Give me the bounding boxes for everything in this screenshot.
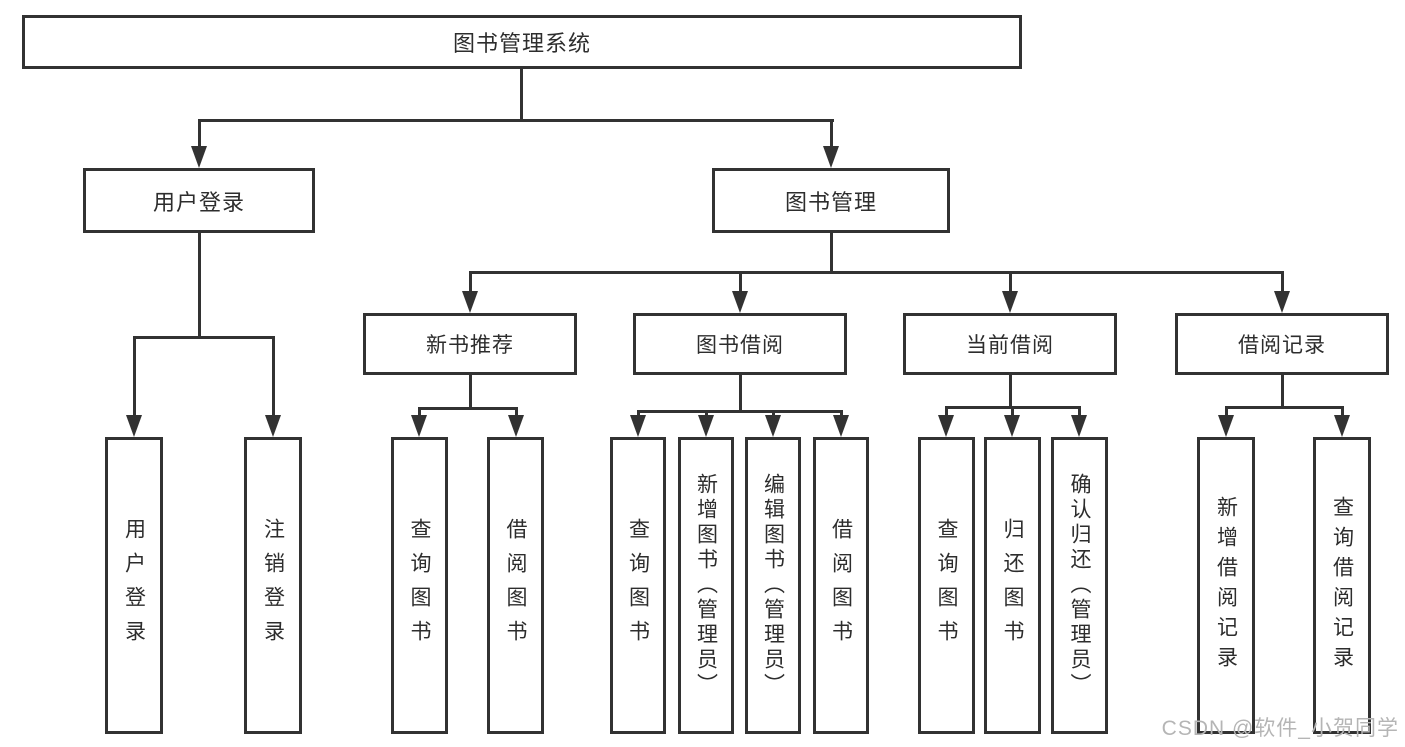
leaf-label: 确认归还（管理员） (1068, 473, 1091, 698)
connector-to-leaf-query-borrow-record (1341, 406, 1344, 421)
arrowhead-down-icon (1334, 415, 1350, 437)
arrowhead-down-icon (1004, 415, 1020, 437)
arrowhead-down-icon (1218, 415, 1234, 437)
leaf-label: 用户登录 (122, 517, 146, 654)
leaf-user-login: 用户登录 (105, 437, 163, 734)
leaf-logout: 注销登录 (244, 437, 302, 734)
connector-to-leaf-logout (272, 336, 275, 421)
node-label: 用户登录 (152, 189, 245, 215)
connector-user-login-hline (133, 336, 275, 339)
leaf-label: 新增图书（管理员） (694, 473, 718, 698)
connector-root-hline (198, 119, 834, 122)
connector-to-leaf-confirm-return (1078, 406, 1081, 421)
leaf-query-books: 查询图书 (610, 437, 666, 734)
leaf-label: 注销登录 (261, 517, 285, 654)
connector-to-leaf-user-login (133, 336, 136, 421)
arrowhead-down-icon (732, 291, 748, 313)
node-label: 新书推荐 (426, 334, 514, 357)
connector-to-leaf-borrow-books-recommend (515, 407, 518, 421)
connector-root-to-book-management (830, 119, 833, 152)
leaf-borrow-books-recommend: 借阅图书 (487, 437, 544, 734)
leaf-label: 借阅图书 (504, 517, 527, 654)
leaf-edit-books-admin: 编辑图书（管理员） (745, 437, 801, 734)
connector-current-borrowing-stub (1009, 373, 1012, 409)
connector-user-login-stub (198, 231, 201, 339)
arrowhead-down-icon (1071, 415, 1087, 437)
leaf-label: 归还图书 (1001, 517, 1024, 654)
leaf-return-books: 归还图书 (984, 437, 1041, 734)
leaf-label: 查询图书 (626, 517, 650, 654)
node-borrowing-records: 借阅记录 (1175, 313, 1389, 375)
connector-to-current-borrowing (1009, 271, 1012, 297)
connector-book-management-stub (830, 231, 833, 274)
node-book-borrowing: 图书借阅 (633, 313, 847, 375)
connector-to-leaf-query-books-recommend (418, 407, 421, 421)
connector-root-stub (520, 68, 523, 122)
leaf-add-books-admin: 新增图书（管理员） (678, 437, 734, 734)
connector-to-leaf-query-books-current (945, 406, 948, 421)
arrowhead-down-icon (191, 146, 207, 168)
connector-book-borrowing-stub (739, 373, 742, 413)
leaf-query-borrow-record: 查询借阅记录 (1313, 437, 1371, 734)
arrowhead-down-icon (833, 415, 849, 437)
connector-book-borrowing-hline (637, 410, 843, 413)
connector-new-book-recommend-stub (469, 373, 472, 410)
leaf-query-books-recommend: 查询图书 (391, 437, 448, 734)
node-new-book-recommend: 新书推荐 (363, 313, 577, 375)
node-label: 当前借阅 (966, 334, 1054, 357)
arrowhead-down-icon (765, 415, 781, 437)
node-label: 图书借阅 (696, 334, 784, 357)
node-current-borrowing: 当前借阅 (903, 313, 1117, 375)
node-label: 借阅记录 (1238, 334, 1326, 357)
leaf-label: 查询借阅记录 (1330, 495, 1354, 676)
node-library-management-system: 图书管理系统 (22, 15, 1022, 69)
connector-book-management-hline (469, 271, 1284, 274)
connector-borrowing-records-stub (1281, 373, 1284, 409)
arrowhead-down-icon (508, 415, 524, 437)
watermark: CSDN @软件_小贺同学 (1161, 717, 1399, 740)
connector-to-leaf-add-borrow-record (1225, 406, 1228, 421)
connector-to-book-borrowing (739, 271, 742, 297)
arrowhead-down-icon (1002, 291, 1018, 313)
node-user-login: 用户登录 (83, 168, 315, 233)
leaf-label: 编辑图书（管理员） (761, 473, 785, 698)
leaf-borrow-books: 借阅图书 (813, 437, 869, 734)
connector-root-to-user-login (198, 119, 201, 152)
leaf-query-books-current: 查询图书 (918, 437, 975, 734)
arrowhead-down-icon (265, 415, 281, 437)
connector-new-book-recommend-hline (418, 407, 518, 410)
node-book-management: 图书管理 (712, 168, 950, 233)
arrowhead-down-icon (698, 415, 714, 437)
connector-to-leaf-return-books (1011, 406, 1014, 421)
arrowhead-down-icon (126, 415, 142, 437)
arrowhead-down-icon (462, 291, 478, 313)
arrowhead-down-icon (823, 146, 839, 168)
connector-to-borrowing-records (1281, 271, 1284, 297)
leaf-label: 查询图书 (935, 517, 958, 654)
arrowhead-down-icon (938, 415, 954, 437)
connector-borrowing-records-hline (1225, 406, 1344, 409)
leaf-label: 借阅图书 (829, 517, 853, 654)
leaf-label: 新增借阅记录 (1214, 495, 1238, 676)
leaf-add-borrow-record: 新增借阅记录 (1197, 437, 1255, 734)
arrowhead-down-icon (630, 415, 646, 437)
leaf-confirm-return-admin: 确认归还（管理员） (1051, 437, 1108, 734)
node-label: 图书管理系统 (452, 31, 591, 56)
connector-to-new-book-recommend (469, 271, 472, 297)
arrowhead-down-icon (411, 415, 427, 437)
leaf-label: 查询图书 (408, 517, 431, 654)
node-label: 图书管理 (784, 189, 877, 215)
arrowhead-down-icon (1274, 291, 1290, 313)
